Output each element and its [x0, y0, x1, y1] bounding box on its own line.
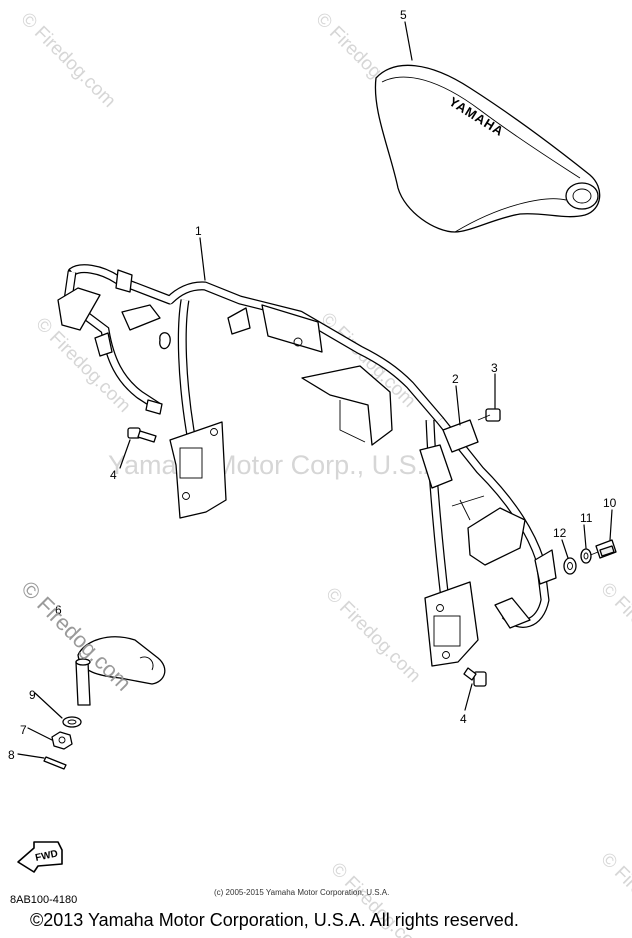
part-7-nut — [51, 731, 73, 750]
leader-lines — [17, 21, 613, 759]
part-4-bolt-left — [127, 427, 157, 443]
part-8-pin — [43, 756, 67, 770]
part-2-clamp — [442, 419, 479, 453]
part-1-frame — [57, 264, 557, 667]
watermark-site-6: © Firedog.com — [596, 579, 632, 682]
part-6-bracket — [75, 636, 166, 706]
part-11-washer — [580, 548, 592, 564]
callout-1: 1 — [195, 224, 202, 238]
watermark-center: Yamaha Motor Corp., U.S.A. — [108, 450, 450, 480]
diagram-code: 8AB100-4180 — [10, 894, 78, 906]
fwd-arrow-icon: FWD — [17, 841, 63, 873]
part-9-washer — [62, 716, 82, 728]
callout-4-right: 4 — [460, 712, 467, 726]
callout-labels: 5 1 2 3 4 4 10 11 12 6 9 7 8 — [8, 8, 617, 762]
inner-copyright: (c) 2005-2015 Yamaha Motor Corporation, … — [214, 888, 390, 897]
callout-5: 5 — [400, 8, 407, 22]
copyright-notice: ©2013 Yamaha Motor Corporation, U.S.A. A… — [30, 910, 519, 930]
callout-8: 8 — [8, 748, 15, 762]
callout-4-left: 4 — [110, 468, 117, 482]
callout-7: 7 — [20, 723, 27, 737]
part-4-bolt-right — [463, 667, 487, 687]
watermark-site-5: © Firedog.com — [321, 584, 424, 687]
callout-6: 6 — [55, 603, 62, 617]
part-12-spacer — [563, 557, 577, 575]
part-3-bolt — [477, 408, 501, 422]
callout-2: 2 — [452, 372, 459, 386]
watermark-site-1: © Firedog.com — [16, 9, 119, 112]
callout-10: 10 — [603, 496, 617, 510]
part-10-bolt — [587, 539, 617, 559]
part-5-cover: YAMAHA — [374, 64, 601, 233]
callout-12: 12 — [553, 526, 567, 540]
callout-3: 3 — [491, 361, 498, 375]
fwd-label: FWD — [34, 848, 59, 863]
watermark-site-8: © Firedog.com — [596, 849, 632, 938]
callout-11: 11 — [580, 511, 593, 525]
callout-9: 9 — [29, 688, 36, 702]
